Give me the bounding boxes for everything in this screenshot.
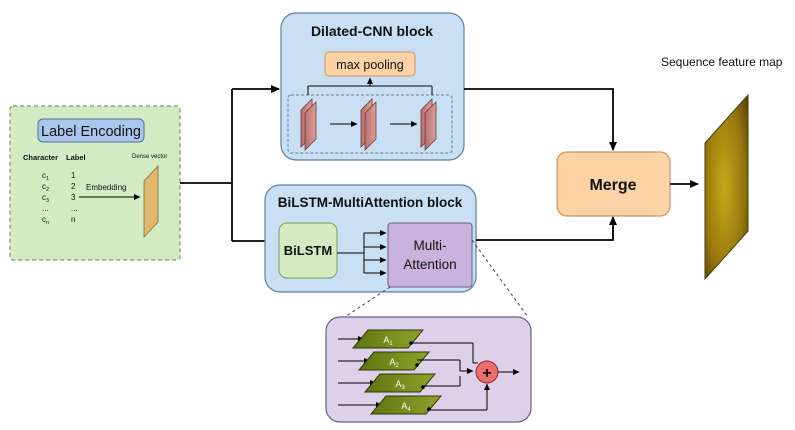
attention-head-subscript: 2 — [395, 363, 399, 369]
attention-head-plane — [363, 373, 437, 393]
multi-attention-label-line2: Attention — [403, 257, 456, 272]
dense-vector — [143, 164, 159, 239]
encoding-character-subscript: 2 — [46, 187, 49, 193]
label-encoding-title-box — [37, 118, 145, 143]
merge-box: Merge — [556, 151, 671, 217]
attention-head-plane — [369, 395, 443, 415]
encoding-character-subscript: n — [46, 220, 49, 226]
max-pooling-label: max pooling — [336, 58, 403, 72]
bilstm-multiattention-block: BiLSTM-MultiAttention block BiLSTM Multi… — [264, 184, 477, 293]
attention-head: A2 — [338, 351, 431, 371]
attention-head-plane — [357, 351, 431, 371]
dilated-cnn-title: Dilated-CNN block — [311, 23, 433, 39]
encoding-character: c1 — [42, 171, 49, 182]
attention-head-output-dot — [415, 363, 419, 367]
encoding-label-value: n — [71, 215, 75, 224]
bilstm-box — [278, 222, 338, 279]
bilstm-to-attention-arrows — [337, 230, 387, 276]
multi-attention-label-line1: Multi- — [414, 238, 447, 253]
attention-head: A3 — [338, 373, 437, 393]
encoding-row: ...... — [42, 204, 78, 213]
conv-stack-1 — [300, 98, 317, 151]
attention-head-subscript: 4 — [407, 407, 411, 413]
encoding-character: cn — [42, 215, 49, 226]
bilstm-label: BiLSTM — [284, 243, 332, 258]
encoding-label-value: 1 — [71, 171, 76, 180]
encoding-character-subscript: 1 — [46, 176, 49, 182]
attention-head-label: A1 — [383, 335, 393, 347]
embedding-label: Embedding — [86, 183, 126, 192]
zoom-lines — [344, 239, 529, 318]
encoding-label-value: ... — [71, 204, 78, 213]
max-pooling-box — [324, 51, 416, 77]
label-encoding-title: Label Encoding — [41, 124, 141, 140]
attention-head-subscript: 3 — [401, 385, 405, 391]
cnn-to-merge-arrow — [464, 88, 617, 151]
attention-head-label: A3 — [395, 379, 405, 391]
dilated-cnn-block: Dilated-CNN block max pooling — [280, 12, 465, 161]
dense-vector-label: Dense vector — [132, 154, 167, 160]
conv-stack-3 — [420, 98, 437, 151]
input-connectors — [180, 85, 280, 245]
character-column-header: Character — [23, 153, 58, 162]
sequence-feature-map — [704, 93, 749, 281]
attention-head-label: A4 — [401, 401, 411, 413]
attention-head-subscript: 1 — [389, 341, 393, 347]
encoding-label-value: 2 — [71, 182, 76, 191]
sequence-feature-map-label: Sequence feature map — [661, 55, 783, 69]
label-column-header: Label — [66, 153, 86, 162]
encoding-character: ... — [42, 204, 49, 213]
encoding-character: c3 — [42, 193, 49, 204]
sum-symbol: + — [482, 365, 491, 382]
merge-label: Merge — [589, 177, 636, 194]
encoding-label-value: 3 — [71, 193, 76, 202]
conv-stack-2 — [360, 98, 377, 151]
attention-head-label: A2 — [389, 357, 399, 369]
encoding-character-subscript: 3 — [46, 198, 49, 204]
label-encoding-panel: Label Encoding Character Label Dense vec… — [9, 105, 181, 261]
heads-to-sum-connectors — [411, 342, 490, 411]
bilstm-block-title: BiLSTM-MultiAttention block — [278, 195, 463, 210]
encoding-character: c2 — [42, 182, 49, 193]
bilstm-to-merge-arrow — [476, 216, 617, 241]
multi-attention-box — [387, 222, 473, 288]
attention-head-plane — [351, 329, 425, 349]
